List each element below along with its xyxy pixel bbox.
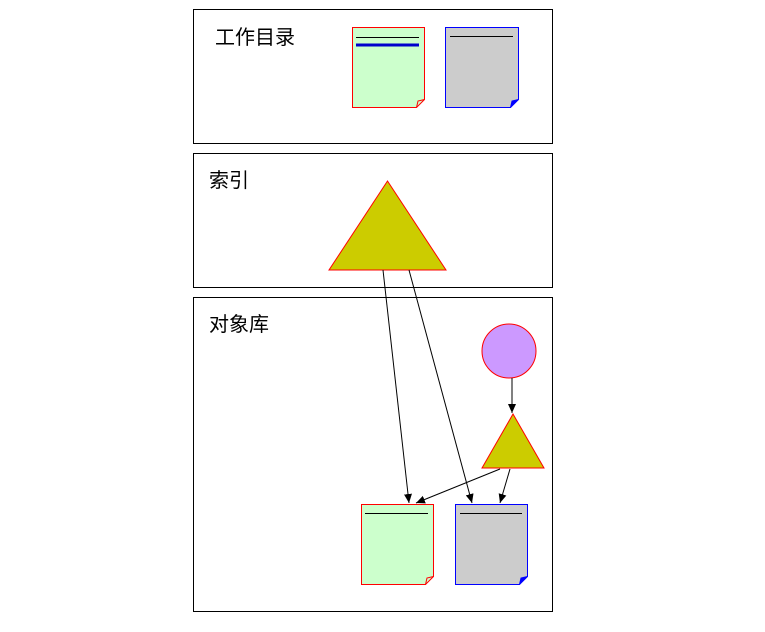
working-text-file-icon xyxy=(352,27,425,108)
tree-triangle-icon xyxy=(481,412,545,469)
commit-circle-icon xyxy=(481,323,537,379)
blob-text-file-icon xyxy=(361,504,434,585)
working-directory-panel: 工作目录 xyxy=(193,9,553,144)
index-title: 索引 xyxy=(209,168,249,192)
index-to-blob-gray-arrow xyxy=(408,269,474,504)
index-to-blob-text-arrow xyxy=(382,269,412,504)
tree-to-blob-gray-arrow xyxy=(498,468,511,504)
reference-arrows xyxy=(382,269,516,504)
index-panel: 索引 xyxy=(193,153,553,288)
working-gray-file-icon xyxy=(445,27,519,108)
blob-gray-file-icon xyxy=(455,504,528,585)
index-tree-triangle-icon xyxy=(328,180,447,271)
tree-to-blob-text-arrow xyxy=(415,468,501,504)
object-store-panel: 对象库 xyxy=(193,297,553,612)
object-store-title: 对象库 xyxy=(209,312,269,336)
working-directory-title: 工作目录 xyxy=(215,25,295,49)
